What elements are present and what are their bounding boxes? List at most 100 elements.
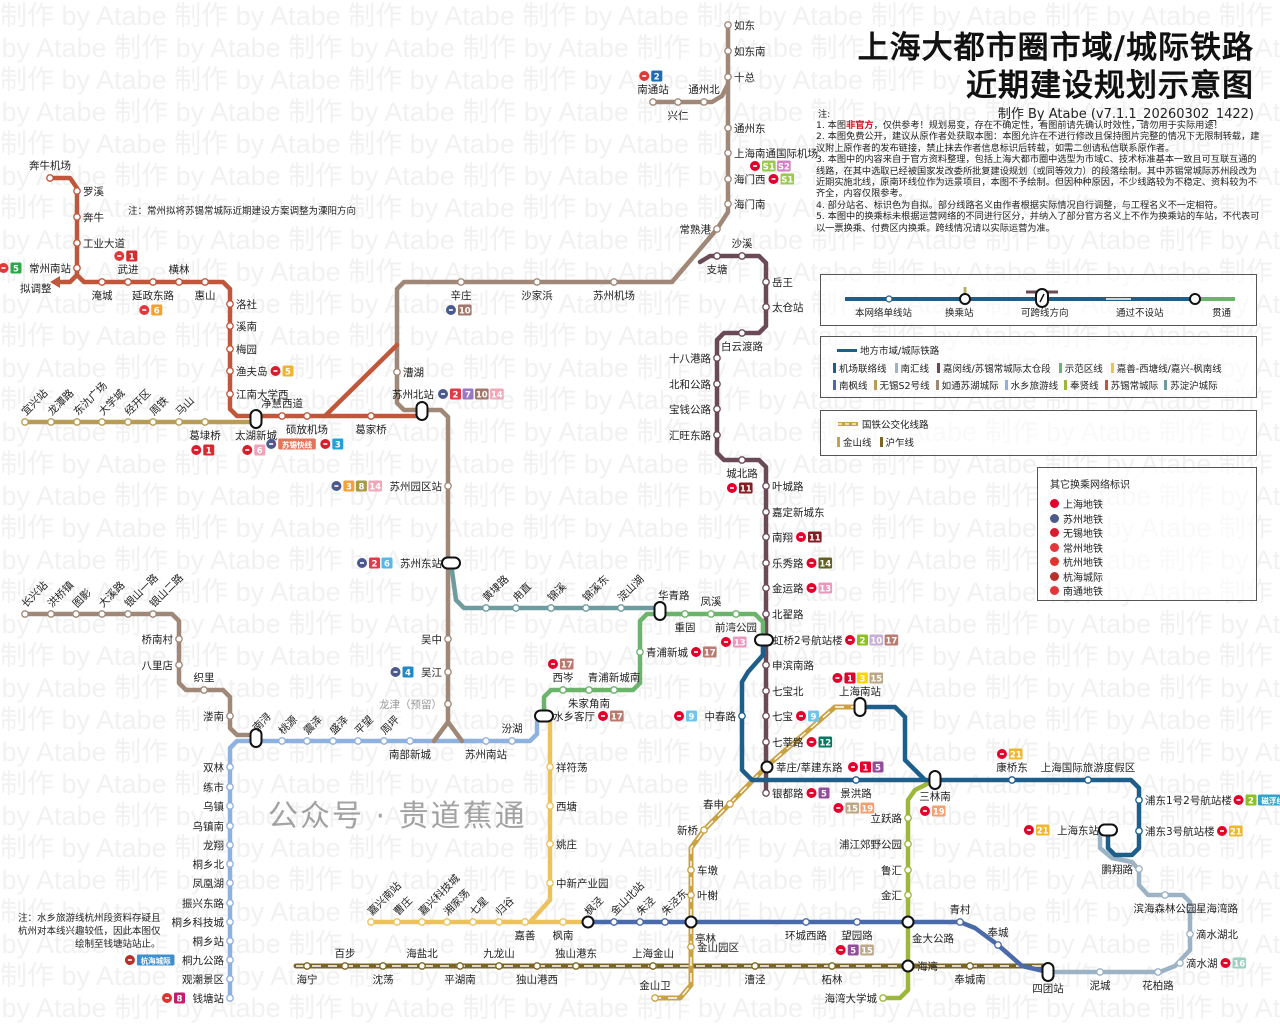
legend-other-networks: 其它换乘网络标识 上海地铁苏州地铁无锡地铁常州地铁杭州地铁杭海城际南通地铁: [1037, 467, 1257, 601]
station-label: 滴水湖: [1186, 957, 1218, 970]
station-label: 嘉定新城东: [772, 506, 825, 519]
station-icon: [46, 174, 54, 182]
station-icon: [512, 604, 520, 612]
station-label: 海门南: [734, 198, 766, 211]
station-icon: [482, 604, 490, 612]
legend-network-hangzhou: 杭州地铁: [1050, 554, 1103, 569]
line-badge: [686, 710, 697, 722]
line-badge: [818, 557, 833, 569]
station-label: 练市: [203, 781, 224, 794]
line-badge-number: 3: [346, 483, 352, 493]
suzhou-metro-icon: [1050, 513, 1059, 523]
shanghai-metro-icon-mark: [851, 766, 855, 768]
station-label: 乌镇南: [193, 820, 225, 833]
capsule-interchange-icon: [853, 697, 867, 717]
single-station-icon: [885, 295, 893, 303]
station-label: 上海东站: [1057, 824, 1099, 837]
line-badge-number: 12: [819, 739, 831, 749]
line-jc: [739, 637, 1142, 858]
station-icon: [828, 962, 836, 970]
line-jc: [857, 704, 928, 783]
interchange-icon: [959, 293, 971, 305]
legend-line-name: 嘉闵线/苏锡常城际太仓段: [943, 364, 1051, 375]
wuxi-metro-icon-mark: [245, 449, 250, 451]
station-icon: [21, 418, 29, 426]
station-label: 春申: [703, 798, 724, 811]
note-1-rest: ，仅供参考！规划易变，存在不确定性，看图前请先确认时效性，请勿用于实际用途！: [873, 120, 1223, 131]
shanghai-metro-icon-mark: [1026, 829, 1031, 831]
station-label: 大溪路: [96, 578, 128, 610]
station-icon: [559, 918, 567, 926]
line-badge: [1229, 825, 1243, 837]
station-label: 星海湾路: [1196, 902, 1238, 915]
legend-line-name: 奉贤线: [1070, 381, 1099, 392]
line-badge: [1258, 794, 1280, 806]
legend-line-name: 机场联络线: [839, 364, 887, 375]
station-label: 乐秀路: [772, 557, 804, 570]
station-icon: [546, 840, 554, 848]
station-icon: [724, 124, 732, 132]
line-badge-number: 15: [870, 675, 882, 685]
suzhou-metro-icon-mark: [441, 393, 445, 395]
nantong-metro-icon-mark: [642, 75, 647, 77]
changzhou-metro-icon: [1050, 542, 1059, 552]
station-icon: [724, 175, 732, 183]
shanghai-metro-icon-mark: [799, 715, 803, 717]
station-icon: [1084, 776, 1092, 784]
station-icon: [1135, 865, 1143, 873]
station-icon: [687, 891, 695, 899]
legend-label: 贯通: [1212, 308, 1232, 319]
line-badge: [402, 666, 414, 678]
station-icon: [1135, 827, 1143, 835]
legend-national-lines: 国铁公交化线路 金山线沪乍线: [820, 410, 1257, 456]
legend-color-bar: [1004, 380, 1008, 390]
station-icon: [762, 508, 770, 516]
station-label: 常熟港: [680, 223, 712, 236]
station-icon: [762, 610, 770, 618]
station-icon: [751, 962, 759, 970]
station-icon: [904, 891, 912, 899]
line-badge-number: 9: [811, 713, 817, 723]
station-label: 平望: [352, 713, 376, 737]
station-label: 武进: [118, 263, 139, 276]
station-label: 周坪: [378, 713, 402, 737]
station-label: 漕湖: [403, 366, 424, 379]
line-badge-number: 6: [154, 307, 160, 317]
station-label: 枫南: [553, 929, 574, 942]
station-label: 振兴东路: [182, 897, 224, 910]
line-badge-number: 3: [859, 675, 865, 685]
shuixiang-note-line: 绘制至钱塘站站止。: [75, 939, 161, 950]
line-badge: [844, 672, 856, 684]
station-label: 钱塘站: [193, 992, 225, 1005]
station-icon: [687, 866, 695, 874]
station-icon: [226, 860, 234, 868]
station-icon: [226, 899, 234, 907]
station-icon: [98, 418, 106, 426]
wuxi-metro-icon-mark: [194, 449, 199, 451]
line-badge: [203, 444, 215, 456]
line-badge: [860, 802, 875, 814]
note-1-text: 1. 本图: [816, 120, 847, 131]
station-label: 黄埭路: [480, 572, 512, 604]
station-icon: [482, 737, 490, 745]
station-icon: [738, 329, 746, 337]
wechat-watermark: 公众号 · 贵道蕉通: [268, 799, 527, 834]
station-label: 青浦新城南: [588, 671, 641, 684]
legend-color-bar: [1164, 380, 1168, 390]
legend-symbols: 本网络单线站 换乘站 可跨线方向 通过不设站 贯通: [820, 274, 1257, 326]
legend-row-1: 机场联络线南汇线嘉闵线/苏锡常城际太仓段示范区线嘉善-西塘线/嘉兴-枫南线: [833, 361, 1222, 375]
station-label: 太仓站: [772, 301, 804, 314]
station-label: 桥南村: [142, 633, 174, 646]
wuxi-metro-icon: [1050, 528, 1059, 537]
station-label: 青村: [950, 903, 971, 916]
legend-network-name: 杭州地铁: [1063, 558, 1103, 569]
station-icon: [547, 604, 555, 612]
legend-color-bar: [1058, 363, 1062, 373]
station-icon: [546, 763, 554, 771]
station-icon: [226, 841, 234, 849]
line-sxc: [322, 342, 400, 419]
station-label: 苏州北站: [392, 388, 434, 401]
station-label: 鹏翔路: [1102, 863, 1134, 876]
station-label: 辛庄: [451, 289, 472, 302]
legend-line-item: 奉贤线: [1064, 378, 1099, 392]
